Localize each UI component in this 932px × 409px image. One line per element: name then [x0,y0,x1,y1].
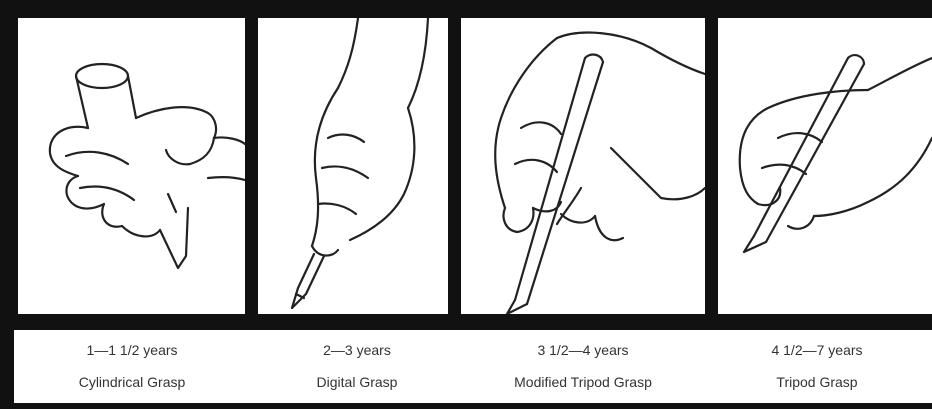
stage-age-label: 3 1/2—4 years [464,342,702,358]
panel-cylindrical-grasp [18,18,245,314]
caption-tripod-grasp: 4 1/2—7 years Tripod Grasp [702,330,932,403]
stage-age-label: 4 1/2—7 years [702,342,932,358]
caption-cylindrical-grasp: 1—1 1/2 years Cylindrical Grasp [14,330,250,403]
tripod-grasp-illustration [718,18,932,314]
stage-grasp-label: Modified Tripod Grasp [464,374,702,390]
modified-tripod-grasp-illustration [461,18,705,314]
caption-modified-tripod-grasp: 3 1/2—4 years Modified Tripod Grasp [464,330,702,403]
panel-digital-grasp [258,18,448,314]
digital-grasp-illustration [258,18,448,314]
caption-digital-grasp: 2—3 years Digital Grasp [250,330,464,403]
stage-age-label: 1—1 1/2 years [14,342,250,358]
stage-grasp-label: Tripod Grasp [702,374,932,390]
stage-grasp-label: Digital Grasp [250,374,464,390]
caption-strip: 1—1 1/2 years Cylindrical Grasp 2—3 year… [14,330,932,403]
panel-tripod-grasp [718,18,932,314]
stage-grasp-label: Cylindrical Grasp [14,374,250,390]
panel-modified-tripod-grasp [461,18,705,314]
cylindrical-grasp-illustration [18,18,245,314]
stage-age-label: 2—3 years [250,342,464,358]
